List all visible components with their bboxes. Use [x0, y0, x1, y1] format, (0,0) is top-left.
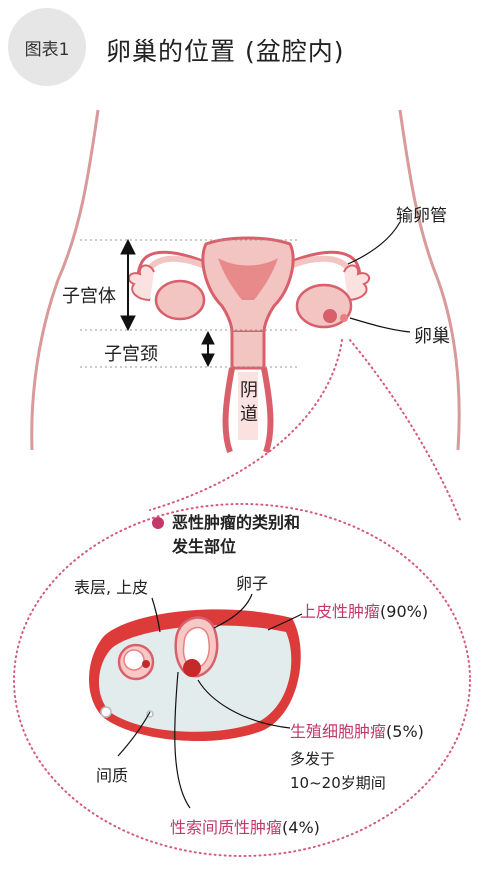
- label-vagina-2: 道: [240, 404, 258, 425]
- label-vagina-1: 阴: [240, 380, 258, 401]
- fimbriae-right: [343, 264, 371, 301]
- figure-badge: 图表1: [8, 8, 86, 86]
- label-cervix: 子宫颈: [104, 344, 158, 365]
- label-germ-cell-tumor: 生殖细胞肿瘤(5%): [290, 718, 424, 742]
- label-egg: 卵子: [236, 574, 269, 593]
- zoom-callout-line-right: [349, 339, 461, 521]
- page-title: 卵巢的位置 (盆腔内): [106, 37, 345, 66]
- ovary-right: [295, 283, 353, 329]
- germ-cell-tumor-name: 生殖细胞肿瘤: [290, 722, 387, 741]
- label-uterus-body: 子宫体: [62, 286, 116, 307]
- label-surface-epithelium: 表层, 上皮: [74, 578, 149, 597]
- label-stroma: 间质: [96, 766, 129, 785]
- label-epithelial-tumor: 上皮性肿瘤(90%): [300, 598, 428, 622]
- follicle-medium: [117, 643, 155, 681]
- uterus-body-arrow: [120, 238, 136, 332]
- zoom-callout-circle: [13, 503, 471, 857]
- germ-cell-tumor-pct: (5%): [386, 722, 424, 741]
- sex-cord-tumor-name: 性索间质性肿瘤: [170, 818, 283, 837]
- body-outline-right: [398, 109, 461, 451]
- legend-dot-icon: [152, 517, 164, 529]
- label-germ-note-2: 10~20岁期间: [290, 774, 386, 792]
- epithelial-tumor-pct: (90%): [380, 602, 429, 621]
- label-ovary: 卵巢: [414, 326, 450, 347]
- label-fallopian-tube: 输卵管: [396, 206, 447, 226]
- legend: 恶性肿瘤的类别和 发生部位: [152, 511, 300, 559]
- label-germ-note-1: 多发于: [290, 750, 336, 768]
- cervix: [230, 332, 266, 370]
- ovary-left: [154, 279, 206, 321]
- legend-line-1: 恶性肿瘤的类别和: [172, 513, 301, 532]
- body-outline-left: [30, 109, 100, 451]
- fimbriae-left: [127, 264, 155, 301]
- legend-line-2: 发生部位: [172, 537, 237, 556]
- label-sex-cord-tumor: 性索间质性肿瘤(4%): [170, 814, 320, 838]
- epithelial-tumor-name: 上皮性肿瘤: [300, 602, 381, 621]
- follicle-large: [174, 616, 219, 678]
- zoom-callout-line-left: [149, 339, 343, 511]
- vagina: [222, 367, 274, 454]
- cervix-arrow: [201, 330, 215, 368]
- sex-cord-tumor-pct: (4%): [282, 818, 320, 837]
